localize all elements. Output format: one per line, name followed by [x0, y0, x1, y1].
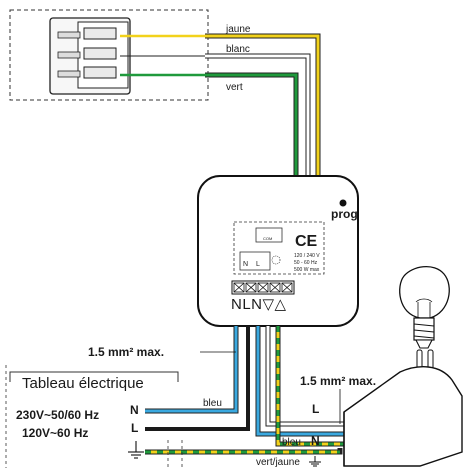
inner-l-label: L	[256, 261, 260, 268]
electrical-panel: Tableau électrique 230V~50/60 Hz 120V~60…	[5, 365, 179, 468]
label-bleu-left: bleu	[203, 398, 222, 409]
label-bleu-right: bleu	[282, 437, 301, 448]
switch-wires	[205, 33, 321, 234]
switch-pin-middle	[57, 51, 81, 59]
wire-live-black	[145, 326, 250, 431]
load-l-terminal: L	[312, 402, 319, 416]
panel-voltage-1: 230V~50/60 Hz	[16, 408, 99, 422]
label-blanc: blanc	[226, 44, 250, 55]
label-vert-jaune: vert/jaune	[256, 457, 300, 468]
bulb-filament	[415, 298, 433, 318]
earth-symbol-icon	[309, 456, 321, 467]
sensor-icon	[271, 255, 281, 265]
prog-label: prog	[331, 207, 358, 221]
label-vert: vert	[226, 82, 243, 93]
panel-voltage-2: 120V~60 Hz	[22, 426, 88, 440]
bulb-cap	[415, 339, 433, 349]
lamp	[343, 266, 463, 467]
mains-wires	[145, 326, 343, 455]
load-n-terminal: N	[311, 434, 320, 448]
plug-body	[343, 366, 463, 467]
switch-dashed-frame	[9, 9, 209, 101]
switch-lever-middle	[83, 47, 117, 60]
switch-pin-top	[57, 31, 81, 39]
prog-led-icon	[339, 199, 347, 207]
section-label-left: 1.5 mm² max.	[88, 345, 164, 359]
inner-n-label: N	[243, 261, 248, 268]
switch-lever-top	[83, 27, 117, 40]
terminal-letters: NLN▽△	[231, 296, 287, 313]
panel-l-terminal: L	[131, 421, 138, 435]
relay-icon	[255, 227, 283, 243]
terminal-sketch	[239, 251, 271, 271]
switch-pin-bottom	[57, 70, 81, 78]
rating-line-1: 120 / 240 V	[294, 253, 320, 259]
panel-bracket	[9, 371, 179, 382]
load-wires	[255, 326, 344, 447]
ce-mark: CE	[295, 233, 318, 250]
panel-n-terminal: N	[130, 403, 139, 417]
wire-neutral-blue	[145, 326, 239, 414]
label-jaune: jaune	[225, 24, 251, 35]
com-label: COM	[263, 236, 272, 241]
bulb-icon	[399, 266, 450, 319]
terminal-screws	[233, 282, 293, 293]
section-label-right: 1.5 mm² max.	[300, 374, 376, 388]
switch-lever-bottom	[83, 66, 117, 79]
rating-line-2: 50 - 60 Hz	[294, 260, 318, 266]
panel-title: Tableau électrique	[22, 375, 144, 392]
rating-line-3: 500 W max	[294, 267, 320, 273]
wall-switch	[9, 9, 209, 101]
receiver-module: prog COM N L CE 120 / 240 V 50 - 60 Hz 5…	[197, 175, 359, 327]
module-label-area	[233, 221, 325, 275]
panel-earth-icon	[128, 441, 144, 459]
